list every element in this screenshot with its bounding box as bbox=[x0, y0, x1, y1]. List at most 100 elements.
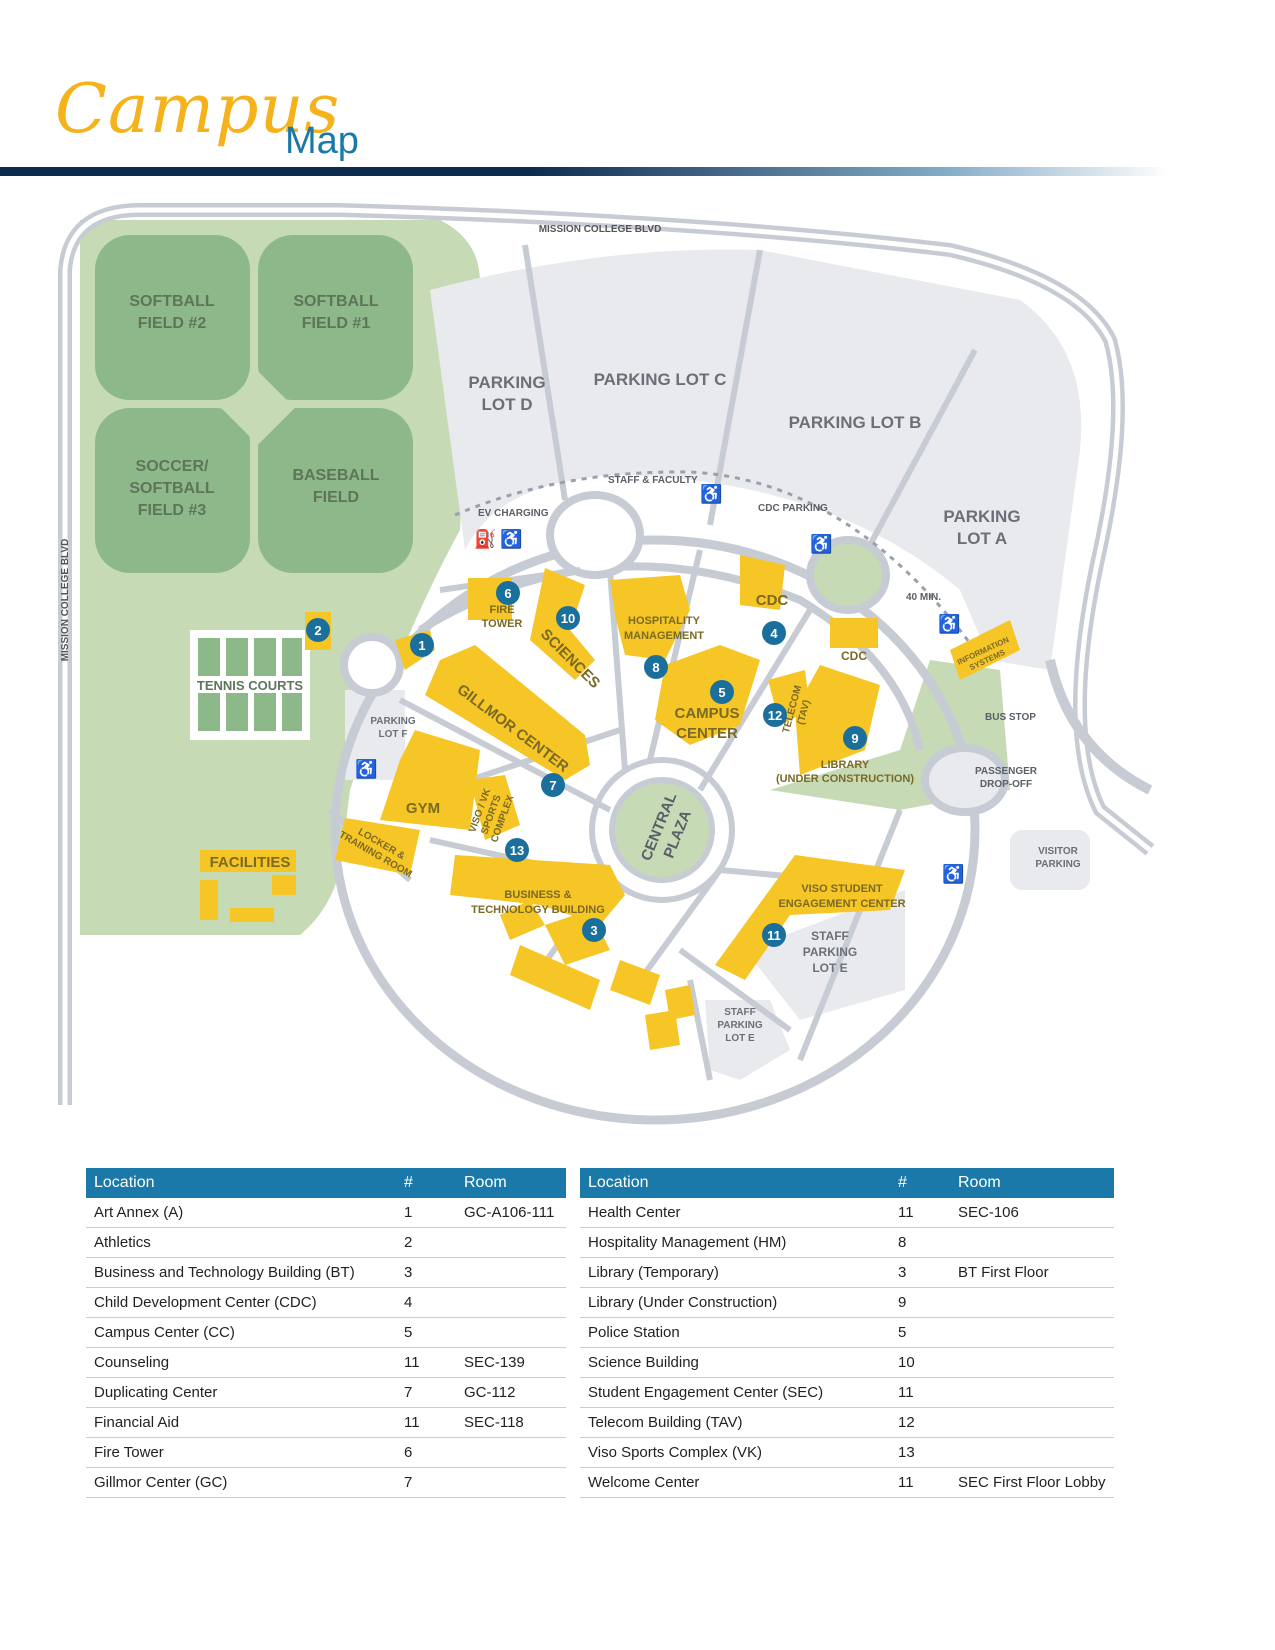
number-cell: 11 bbox=[890, 1198, 950, 1228]
locker-building bbox=[335, 818, 420, 875]
campus-ring-road bbox=[330, 535, 980, 1125]
visitor-lot bbox=[1010, 830, 1090, 890]
pin-12: 12 bbox=[763, 703, 787, 727]
cdc-label: CDC bbox=[756, 592, 789, 609]
sec-building bbox=[715, 855, 905, 980]
location-cell: Library (Under Construction) bbox=[580, 1287, 890, 1318]
svg-text:11: 11 bbox=[767, 928, 781, 943]
business-label: BUSINESS &TECHNOLOGY BUILDING bbox=[471, 889, 605, 916]
number-cell: 12 bbox=[890, 1407, 950, 1438]
library-label: LIBRARY(UNDER CONSTRUCTION) bbox=[776, 759, 914, 785]
number-cell: 10 bbox=[890, 1347, 950, 1378]
location-cell: Health Center bbox=[580, 1198, 890, 1228]
room-cell bbox=[456, 1287, 566, 1318]
facilities-label: FACILITIES bbox=[210, 854, 291, 871]
title-rule bbox=[0, 167, 1170, 176]
room-cell bbox=[950, 1227, 1114, 1258]
location-cell: Gillmor Center (GC) bbox=[86, 1467, 396, 1498]
central-plaza bbox=[609, 777, 715, 883]
facilities-building-1 bbox=[200, 850, 296, 872]
business-building bbox=[450, 855, 625, 925]
campus-center-building bbox=[655, 645, 760, 745]
svg-text:2: 2 bbox=[314, 623, 321, 638]
header-room: Room bbox=[456, 1168, 566, 1198]
number-cell: 13 bbox=[890, 1437, 950, 1468]
location-cell: Student Engagement Center (SEC) bbox=[580, 1377, 890, 1408]
number-cell: 7 bbox=[396, 1467, 456, 1498]
header-number: # bbox=[396, 1168, 456, 1198]
svg-text:9: 9 bbox=[851, 731, 858, 746]
room-cell: SEC First Floor Lobby bbox=[950, 1467, 1114, 1498]
number-cell: 11 bbox=[396, 1407, 456, 1438]
staff-dashed-route bbox=[454, 470, 977, 651]
number-cell: 5 bbox=[890, 1317, 950, 1348]
gillmor-building bbox=[425, 645, 590, 780]
svg-text:10: 10 bbox=[561, 611, 575, 626]
svg-text:7: 7 bbox=[549, 778, 556, 793]
lot-c-label: PARKING LOT C bbox=[594, 370, 727, 389]
header-room: Room bbox=[950, 1168, 1114, 1198]
pin-13: 13 bbox=[505, 838, 529, 862]
table-row: Viso Sports Complex (VK)13 bbox=[580, 1437, 1114, 1468]
hospitality-building bbox=[610, 575, 690, 660]
buildings bbox=[200, 555, 1020, 1050]
central-plaza-ring bbox=[589, 757, 735, 903]
accessible-icon: ♿ bbox=[700, 483, 722, 504]
staff-faculty-label: STAFF & FACULTY bbox=[608, 475, 698, 486]
room-cell: SEC-106 bbox=[950, 1198, 1114, 1228]
room-cell bbox=[950, 1347, 1114, 1378]
room-cell bbox=[456, 1257, 566, 1288]
facilities-building-2 bbox=[200, 880, 218, 920]
location-cell: Police Station bbox=[580, 1317, 890, 1348]
location-cell: Welcome Center bbox=[580, 1467, 890, 1498]
road-inner-line bbox=[62, 207, 1152, 1105]
table-row: Library (Under Construction)9 bbox=[580, 1287, 1114, 1318]
road-label-top: MISSION COLLEGE BLVD bbox=[539, 224, 662, 235]
accessible-icon: ♿ bbox=[500, 528, 522, 549]
svg-text:6: 6 bbox=[504, 586, 511, 601]
table-row: Business and Technology Building (BT)3 bbox=[86, 1257, 566, 1288]
cdc-parking-label: CDC PARKING bbox=[758, 503, 828, 514]
title-plain: Map bbox=[285, 120, 359, 162]
header-location: Location bbox=[580, 1168, 890, 1198]
tennis-court-tiles bbox=[198, 638, 302, 731]
table-row: Child Development Center (CDC)4 bbox=[86, 1287, 566, 1318]
room-cell bbox=[950, 1377, 1114, 1408]
pin-7: 7 bbox=[541, 773, 565, 797]
room-cell bbox=[950, 1287, 1114, 1318]
table-row: Campus Center (CC)5 bbox=[86, 1317, 566, 1348]
ev-charging-icon: ⛽ bbox=[474, 528, 496, 549]
pin-6: 6 bbox=[496, 581, 520, 605]
circle-left bbox=[340, 633, 404, 697]
south-building-3 bbox=[645, 1010, 680, 1050]
bt-wing-3 bbox=[510, 945, 600, 1010]
title-script: Campus bbox=[55, 70, 341, 149]
table-row: Gillmor Center (GC)7 bbox=[86, 1467, 566, 1498]
circle-dropoff bbox=[921, 744, 1009, 816]
number-cell: 6 bbox=[396, 1437, 456, 1468]
header-number: # bbox=[890, 1168, 950, 1198]
campus-paths bbox=[328, 244, 978, 1081]
table-header-row: Location # Room bbox=[580, 1168, 1114, 1198]
number-cell: 3 bbox=[396, 1257, 456, 1288]
room-cell: GC-112 bbox=[456, 1377, 566, 1408]
header-location: Location bbox=[86, 1168, 396, 1198]
lot-b-label: PARKING LOT B bbox=[789, 413, 922, 432]
road-branch-right bbox=[1045, 658, 1153, 795]
